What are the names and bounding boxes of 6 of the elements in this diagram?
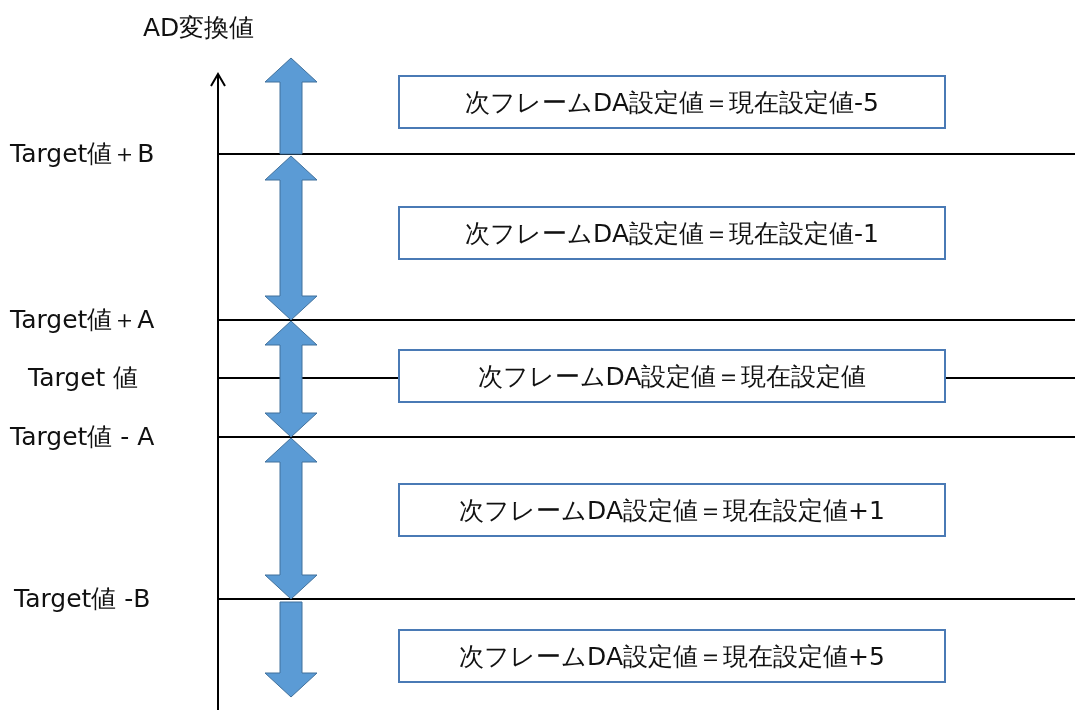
threshold-label: Target値 -B: [14, 584, 151, 614]
threshold-label: Target値 - A: [10, 422, 155, 452]
threshold-label: Target値＋B: [10, 139, 155, 169]
axis-title: AD変換値: [143, 13, 255, 43]
threshold-label: Target 値: [28, 363, 139, 393]
threshold-label: Target値＋A: [10, 305, 155, 335]
